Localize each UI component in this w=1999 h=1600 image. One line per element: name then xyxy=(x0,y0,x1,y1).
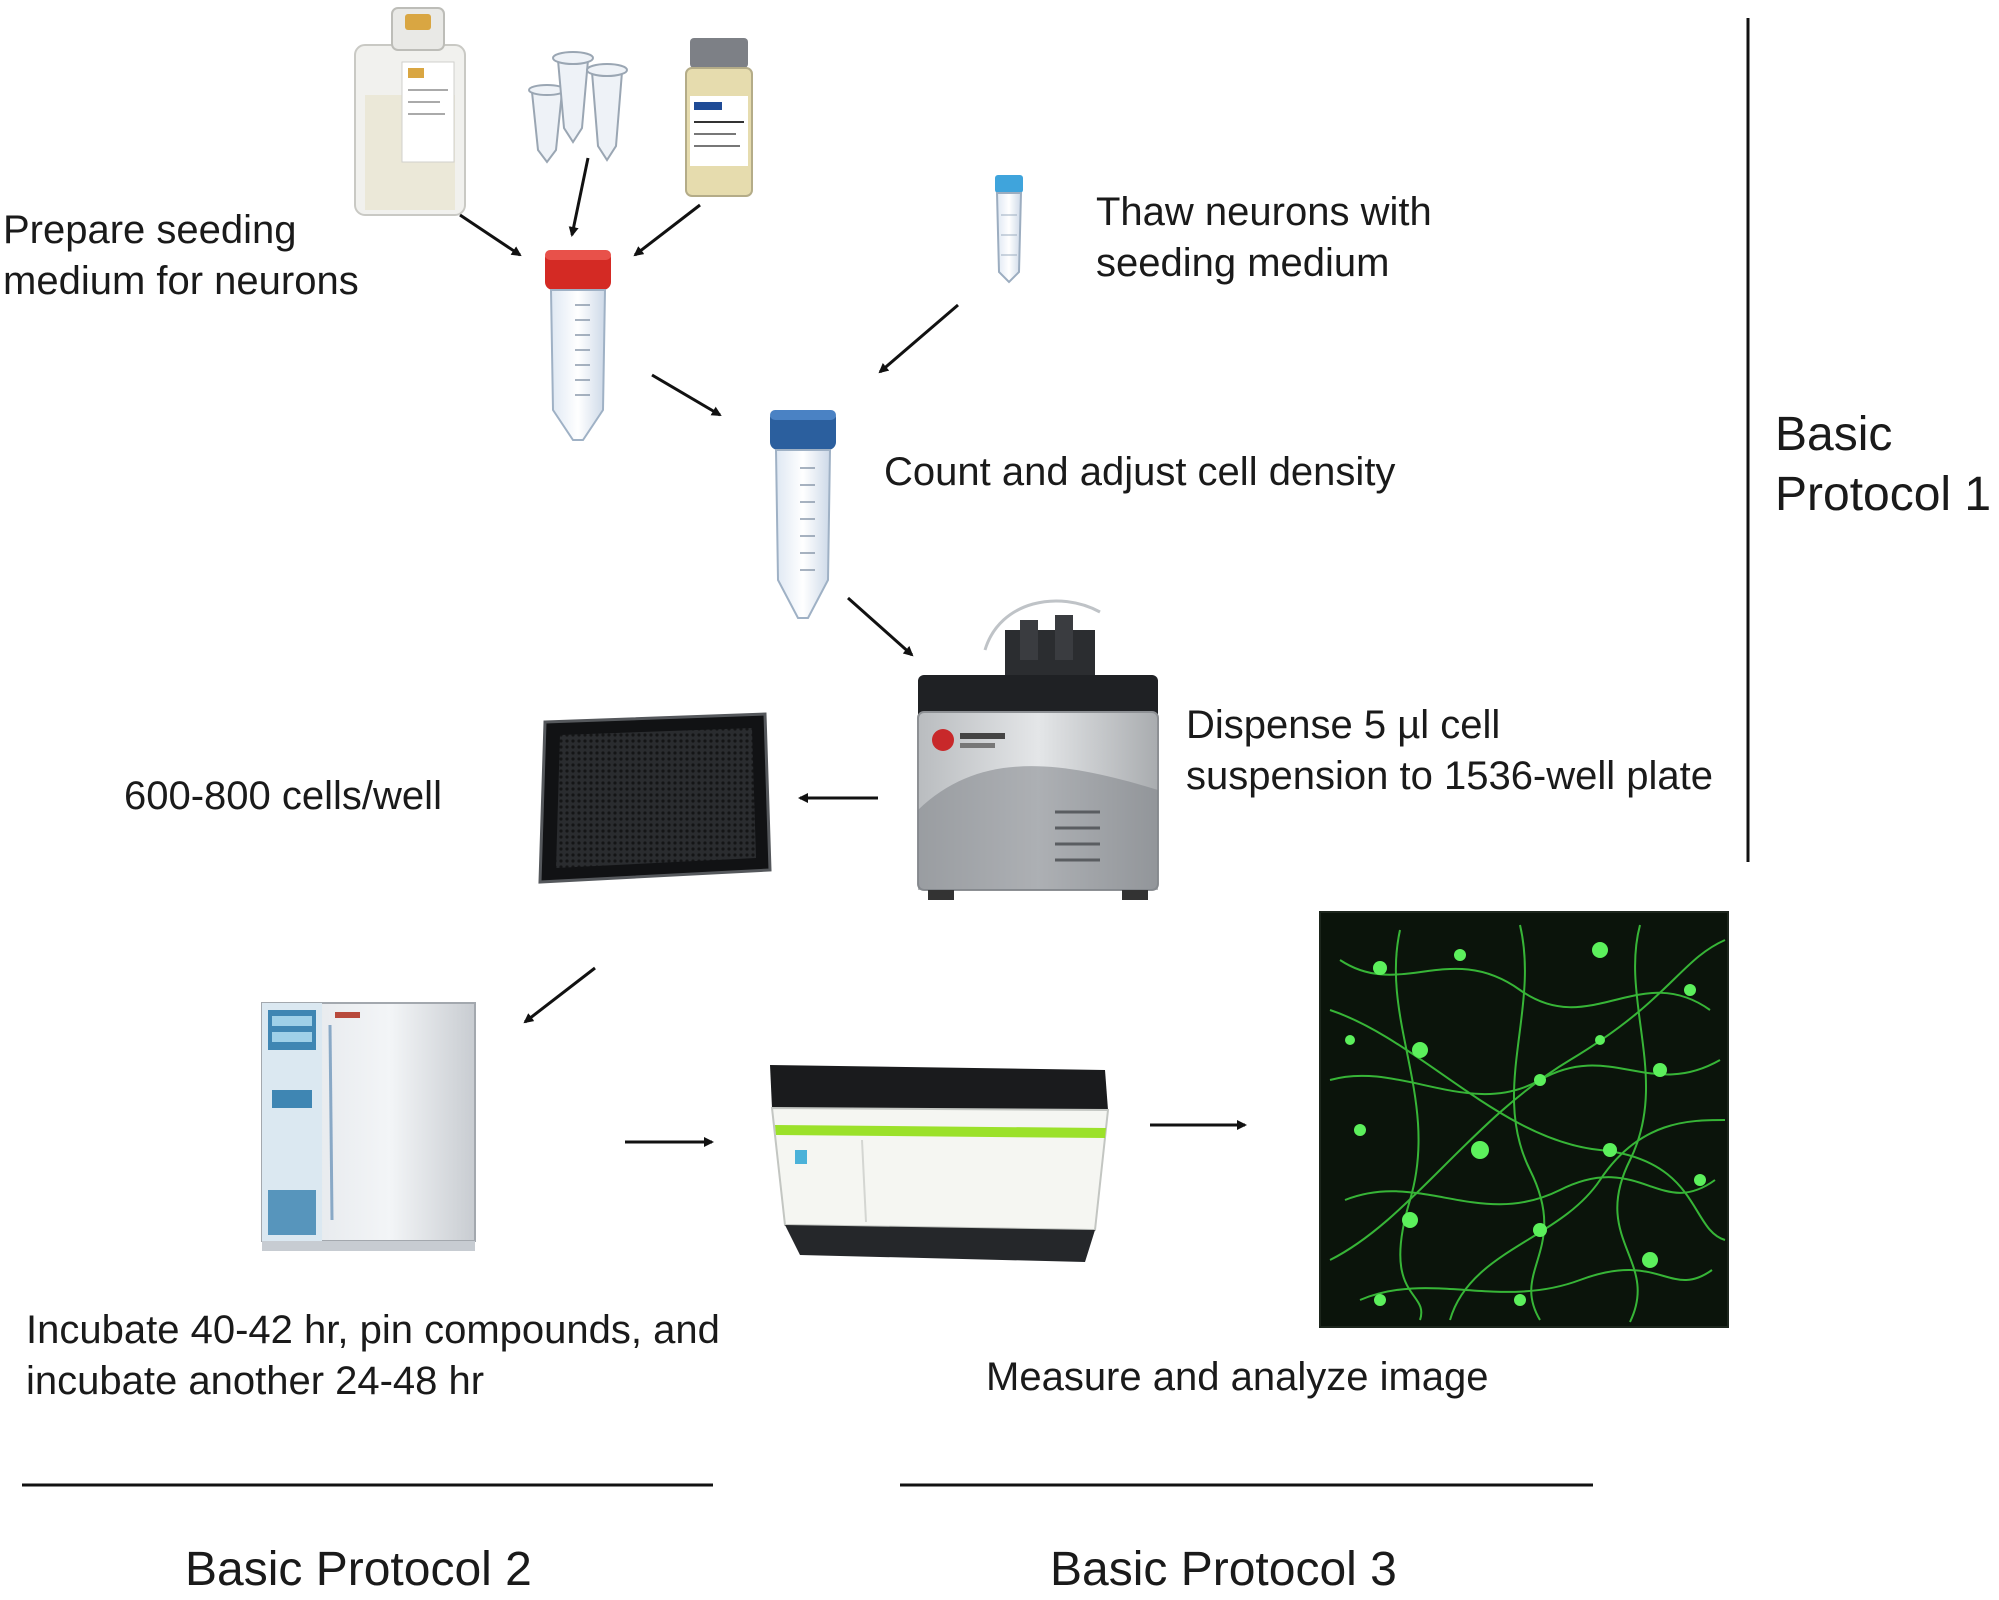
cells-per-well-label: 600-800 cells/well xyxy=(124,774,442,818)
supplement-vial-icon xyxy=(685,38,753,197)
microtubes-icon xyxy=(528,51,628,164)
arrow-plate-to-incubator xyxy=(523,966,596,1024)
incubator-icon xyxy=(261,1002,476,1251)
arrow-cryovial-to-blue-tube xyxy=(878,303,959,374)
imager-icon xyxy=(770,1065,1110,1262)
flow-arrows xyxy=(459,157,1247,1147)
count-label: Count and adjust cell density xyxy=(884,450,1396,494)
cryovial-icon xyxy=(995,175,1023,284)
neuron-image xyxy=(1319,911,1729,1328)
arrow-blue-tube-to-dispenser xyxy=(847,596,914,657)
conical-tube-red-icon xyxy=(545,250,611,441)
dispenser-icon xyxy=(917,599,1159,900)
measure-label: Measure and analyze image xyxy=(986,1355,1489,1399)
conical-tube-blue-icon xyxy=(770,410,836,619)
protocol2-label: Basic Protocol 2 xyxy=(185,1543,532,1596)
arrow-red-to-blue-tube xyxy=(651,373,722,417)
arrow-microtubes-to-tube xyxy=(568,157,590,237)
well-plate-icon xyxy=(538,712,772,884)
arrow-vial-to-tube xyxy=(633,203,701,257)
arrow-bottle-to-tube xyxy=(459,213,522,257)
protocol3-label: Basic Protocol 3 xyxy=(1050,1543,1397,1596)
media-bottle-icon xyxy=(354,7,466,216)
